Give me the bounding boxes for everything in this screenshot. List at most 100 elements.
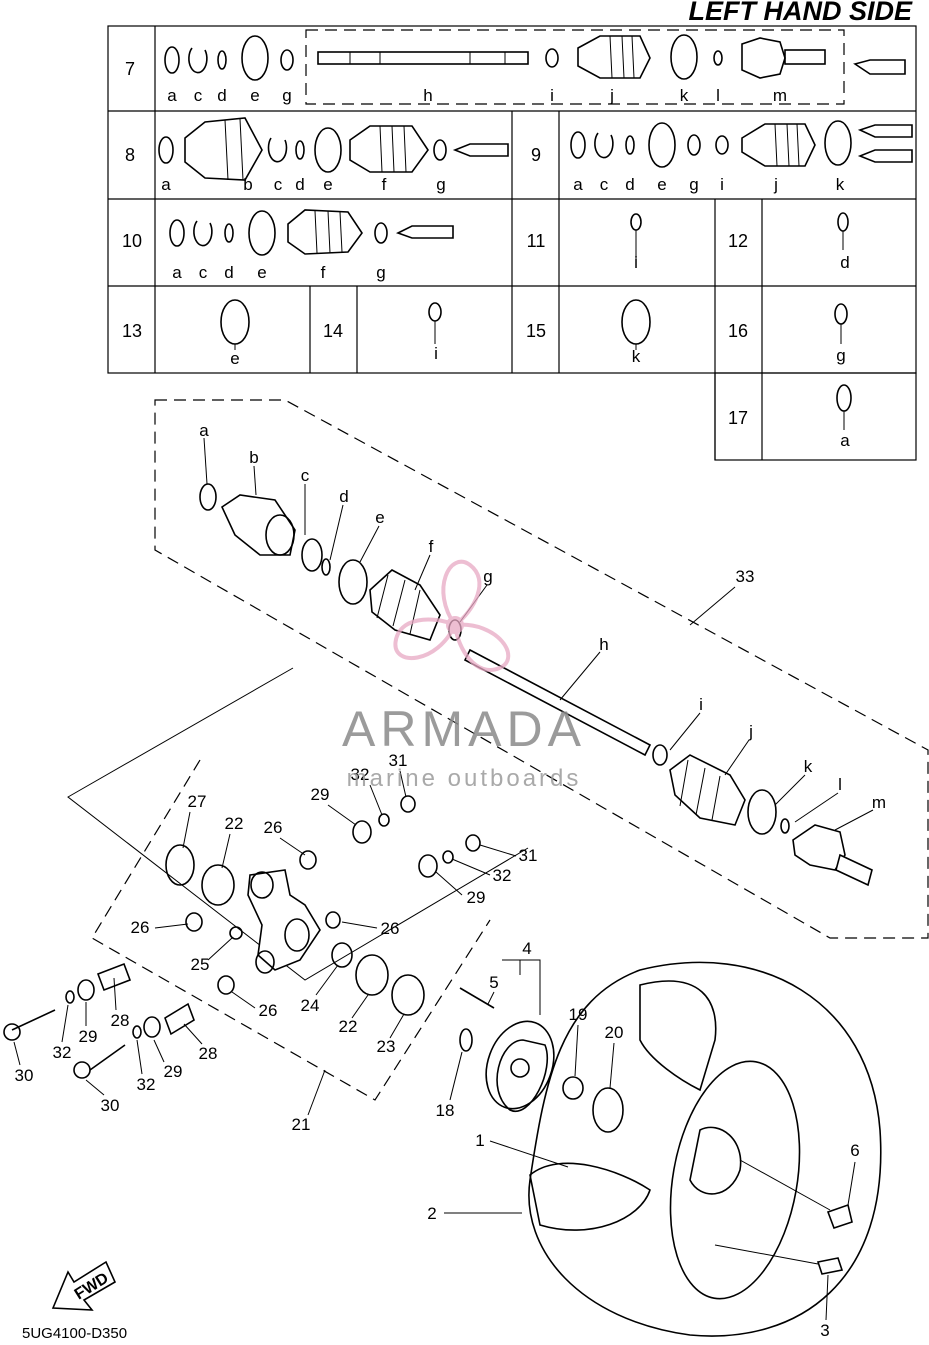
kit-8-letters: a b c d e f g	[161, 175, 445, 194]
svg-text:e: e	[250, 86, 259, 105]
svg-text:29: 29	[311, 785, 330, 804]
svg-text:m: m	[773, 86, 787, 105]
svg-text:30: 30	[101, 1096, 120, 1115]
svg-text:h: h	[423, 86, 432, 105]
kit-10-letters: a c d e f g	[172, 263, 385, 282]
svg-text:i: i	[634, 253, 638, 272]
kit-number: 17	[728, 408, 748, 428]
svg-text:1: 1	[475, 1131, 484, 1150]
hub-callouts: 4 5 18 19 20 1 2 6 3	[427, 939, 859, 1340]
assembly-21-outline	[91, 759, 491, 1101]
propeller-blade	[393, 617, 458, 660]
svg-text:l: l	[716, 86, 720, 105]
drive-shaft-parts	[199, 483, 873, 887]
kit-row-numbers: 7 8 9 10 11 12 13 14 15 16 17	[122, 59, 748, 428]
svg-text:33: 33	[736, 567, 755, 586]
svg-text:i: i	[699, 695, 703, 714]
svg-text:4: 4	[522, 939, 531, 958]
svg-text:i: i	[720, 175, 724, 194]
propeller-blade	[441, 559, 482, 628]
knuckle-plane-lines	[67, 667, 529, 981]
kit-9-letters: a c d e g i j k	[573, 175, 844, 194]
svg-text:k: k	[836, 175, 845, 194]
kit-number: 14	[323, 321, 343, 341]
kit-table	[107, 25, 917, 461]
watermark-brand: ARMADA	[342, 701, 586, 757]
svg-text:d: d	[339, 487, 348, 506]
kit-number: 10	[122, 231, 142, 251]
svg-text:23: 23	[377, 1037, 396, 1056]
svg-text:e: e	[323, 175, 332, 194]
svg-text:h: h	[599, 635, 608, 654]
svg-text:f: f	[382, 175, 387, 194]
svg-text:31: 31	[519, 846, 538, 865]
kit-single-parts: i d e i k g a	[220, 212, 852, 450]
svg-text:d: d	[840, 253, 849, 272]
svg-text:g: g	[282, 86, 291, 105]
kit-number: 16	[728, 321, 748, 341]
svg-text:i: i	[550, 86, 554, 105]
kit-number: 15	[526, 321, 546, 341]
svg-text:c: c	[199, 263, 208, 282]
svg-text:g: g	[483, 567, 492, 586]
svg-text:d: d	[217, 86, 226, 105]
svg-text:a: a	[172, 263, 182, 282]
svg-text:j: j	[609, 86, 614, 105]
svg-text:d: d	[224, 263, 233, 282]
svg-text:18: 18	[436, 1101, 455, 1120]
propeller-blade	[452, 622, 511, 672]
svg-text:e: e	[375, 508, 384, 527]
svg-text:a: a	[199, 421, 209, 440]
shaft-callouts: a b c d e f g h i j k l m 33	[199, 421, 886, 831]
svg-text:19: 19	[569, 1005, 588, 1024]
propeller-logo-icon	[393, 559, 511, 672]
svg-text:5: 5	[489, 973, 498, 992]
svg-text:k: k	[632, 347, 641, 366]
svg-text:c: c	[194, 86, 203, 105]
svg-text:j: j	[773, 175, 778, 194]
svg-text:20: 20	[605, 1023, 624, 1042]
kit-10-parts	[169, 209, 454, 256]
knuckle-callouts: 27 22 26 29 32 31 31 32 29 26 26 25 26 2…	[13, 751, 538, 1134]
svg-text:c: c	[274, 175, 283, 194]
svg-text:a: a	[840, 431, 850, 450]
svg-text:26: 26	[131, 918, 150, 937]
watermark-subtitle: marine outboards	[347, 765, 582, 792]
kit-7-letters: a c d e g h i j k l m	[167, 86, 787, 105]
page-title: LEFT HAND SIDE	[688, 0, 912, 26]
kit-8-parts	[158, 117, 509, 181]
svg-text:l: l	[838, 775, 842, 794]
svg-text:28: 28	[199, 1044, 218, 1063]
svg-text:d: d	[295, 175, 304, 194]
svg-text:f: f	[321, 263, 326, 282]
svg-text:32: 32	[493, 866, 512, 885]
svg-text:c: c	[301, 466, 310, 485]
hub-wheel-parts	[459, 961, 882, 1337]
svg-text:g: g	[436, 175, 445, 194]
svg-text:22: 22	[225, 814, 244, 833]
kit-number: 12	[728, 231, 748, 251]
svg-text:21: 21	[292, 1115, 311, 1134]
diagram-code: 5UG4100-D350	[22, 1325, 127, 1342]
svg-text:26: 26	[381, 919, 400, 938]
svg-text:f: f	[429, 537, 434, 556]
svg-text:24: 24	[301, 996, 320, 1015]
svg-text:g: g	[376, 263, 385, 282]
svg-text:e: e	[257, 263, 266, 282]
kit-number: 9	[531, 145, 541, 165]
svg-text:b: b	[243, 175, 252, 194]
kit-number: 11	[527, 231, 546, 251]
assembly-33-outline	[154, 399, 929, 939]
kit-9-parts	[570, 120, 913, 168]
svg-text:3: 3	[820, 1321, 829, 1340]
svg-text:a: a	[167, 86, 177, 105]
svg-text:2: 2	[427, 1204, 436, 1223]
svg-text:a: a	[161, 175, 171, 194]
fwd-arrow-icon: FWD	[51, 1260, 117, 1311]
kit-number: 7	[125, 59, 135, 79]
svg-text:e: e	[657, 175, 666, 194]
svg-text:k: k	[680, 86, 689, 105]
svg-text:k: k	[804, 757, 813, 776]
kit-number: 8	[125, 145, 135, 165]
